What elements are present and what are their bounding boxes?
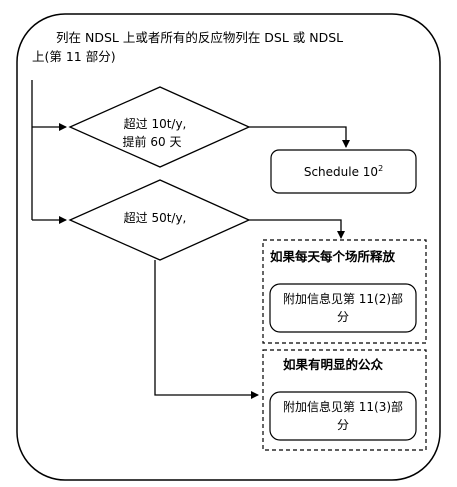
schedule-label: Schedule 102 xyxy=(271,160,416,181)
header-line-1: 列在 NDSL 上或者所有的反应物列在 DSL 或 NDSL xyxy=(56,30,344,45)
schedule-text: Schedule 10 xyxy=(303,165,379,179)
group-1-title: 如果每天每个场所释放 xyxy=(270,249,396,264)
decision-diamond-1 xyxy=(68,86,251,168)
decision-1-text: 超过 10t/y, 提前 60 天 xyxy=(100,115,210,151)
schedule-superscript: 2 xyxy=(378,164,384,173)
decision-diamond-2 xyxy=(68,179,251,261)
outer-frame xyxy=(16,13,441,481)
schedule-box xyxy=(270,149,417,194)
group-2-dashed-frame xyxy=(262,349,427,451)
arrow-to-schedule xyxy=(249,126,350,148)
arrow-to-group-1 xyxy=(249,219,345,239)
decision-2-line-1: 超过 50t/y, xyxy=(123,211,187,225)
group-1-info-text: 附加信息见第 11(2)部 分 xyxy=(270,290,416,326)
group-2-info-box xyxy=(269,391,417,441)
decision-2-text: 超过 50t/y, xyxy=(100,209,210,227)
header-line-2: 上(第 11 部分) xyxy=(32,49,116,64)
group-1-info-line-1: 附加信息见第 11(2)部 xyxy=(282,292,404,306)
decision-1-line-1: 超过 10t/y, xyxy=(123,117,187,131)
group-2-info-line-2: 分 xyxy=(336,418,349,432)
header-text: 列在 NDSL 上或者所有的反应物列在 DSL 或 NDSL 上(第 11 部分… xyxy=(32,28,352,66)
group-1-info-box xyxy=(269,283,417,333)
arrow-to-group-2 xyxy=(154,260,259,399)
group-2-info-text: 附加信息见第 11(3)部 分 xyxy=(270,398,416,434)
group-2-info-line-1: 附加信息见第 11(3)部 xyxy=(282,400,404,414)
group-2-title: 如果有明显的公众 xyxy=(283,357,384,372)
decision-1-line-2: 提前 60 天 xyxy=(122,135,182,149)
group-1-info-line-2: 分 xyxy=(336,310,349,324)
